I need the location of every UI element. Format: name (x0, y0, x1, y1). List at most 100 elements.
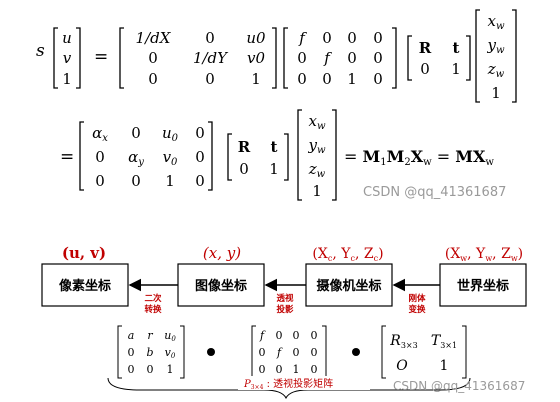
a23: v0 (163, 148, 178, 168)
m23: v0 (247, 49, 265, 67)
world-vector-1: xw yw zw 1 (475, 9, 517, 103)
brace-label: P3×4 : 透视投影矩阵 (243, 377, 333, 391)
ma31: 0 (128, 363, 135, 376)
f21: 0 (297, 49, 307, 67)
arrow-3-line1: 刚体 (408, 293, 426, 304)
arrow-2-line2: 投影 (276, 304, 294, 315)
box-camera-label: 摄像机坐标 (316, 278, 381, 294)
arrow-3-line2: 变换 (408, 304, 426, 315)
equation-row-2: = αx 0 u0 0 0 αy v0 0 0 0 1 0 R t 0 1 (60, 109, 494, 201)
vector-uv1: u v 1 (53, 27, 81, 89)
a34: 0 (195, 172, 205, 190)
intrinsic-matrix: 1/dX 0 u0 0 1/dY v0 0 0 1 (119, 27, 277, 89)
ma21: 0 (128, 346, 135, 359)
zw-2: zw (308, 160, 326, 180)
mb12: 0 (276, 329, 283, 342)
mb31: 0 (259, 363, 266, 376)
bracket-left (117, 325, 122, 379)
coord-camera: (Xc, Yc, Zc) (312, 246, 383, 263)
f23: 0 (347, 49, 357, 67)
bracket-right (272, 27, 277, 89)
coordinate-labels: (u, v) (x, y) (Xc, Yc, Zc) (Xw, Yw, Zw) (62, 244, 523, 263)
bracket-right (512, 9, 517, 103)
bracket-right (466, 35, 471, 81)
bracket-left (475, 9, 480, 103)
bracket-left (381, 325, 386, 379)
ma23: v0 (165, 346, 176, 360)
m11: 1/dX (136, 29, 172, 47)
equation-row-1: s u v 1 = 1/dX 0 u0 0 1/dY v0 0 0 1 (36, 9, 517, 103)
mb11: f (259, 329, 266, 342)
vec-u: u (62, 29, 72, 47)
coordinate-boxes: 像素坐标 图像坐标 摄像机坐标 世界坐标 (41, 263, 527, 307)
a24: 0 (195, 148, 205, 166)
arrow-1-line2: 转换 (144, 304, 162, 315)
a33: 1 (165, 172, 175, 190)
mc-r: R3×3 (389, 333, 417, 350)
mc-one: 1 (440, 358, 449, 374)
bracket-left (53, 27, 58, 89)
f32: 0 (322, 70, 332, 88)
coord-xy: (x, y) (203, 244, 241, 262)
scale-s: s (36, 41, 45, 61)
ma32: 0 (147, 363, 154, 376)
box-pixel (41, 263, 129, 307)
arrow-1-line1: 二次 (144, 293, 162, 304)
box-pixel-label: 像素坐标 (59, 278, 111, 294)
bracket-right (76, 27, 81, 89)
bracket-right (332, 109, 337, 201)
yw: yw (486, 36, 504, 56)
matrix-c: R3×3 T3×1 O 1 (381, 325, 467, 379)
coord-world: (Xw, Yw, Zw) (445, 246, 523, 263)
mc-t: T3×1 (431, 333, 457, 350)
bracket-left (251, 325, 256, 379)
watermark-top: CSDN @qq_41361687 (363, 185, 506, 200)
mb22: f (276, 346, 283, 359)
brace-label-bg (238, 376, 370, 390)
dot-2 (352, 348, 360, 356)
bracket-left (119, 27, 124, 89)
zero-block: 0 (420, 60, 430, 78)
box-world-label: 世界坐标 (457, 278, 509, 294)
f12: 0 (322, 29, 332, 47)
m12: 0 (205, 29, 215, 47)
mb32: 0 (276, 363, 283, 376)
w-one-2: 1 (312, 182, 322, 200)
box-world (439, 263, 527, 307)
watermark-bottom: CSDN @qq_41361687 (393, 379, 525, 393)
bracket-right (322, 325, 327, 379)
box-image (177, 263, 265, 307)
bracket-right (462, 325, 467, 379)
f13: 0 (347, 29, 357, 47)
bracket-left (297, 109, 302, 201)
vec-v: v (63, 49, 72, 67)
a13: u0 (162, 124, 179, 144)
zero-block-2: 0 (239, 160, 249, 178)
matrix-b: f 0 0 0 0 f 0 0 0 0 1 0 (251, 325, 327, 379)
f33: 1 (347, 70, 357, 88)
zw: zw (487, 60, 505, 80)
ma12: r (147, 329, 153, 342)
alpha-y: αy (128, 148, 144, 168)
a32: 0 (131, 172, 141, 190)
alpha-matrix: αx 0 u0 0 0 αy v0 0 0 0 1 0 (79, 121, 213, 191)
vec-1: 1 (62, 70, 72, 88)
xw: xw (487, 12, 504, 32)
m32: 0 (205, 70, 215, 88)
coord-uv: (u, v) (62, 244, 106, 262)
f34: 0 (373, 70, 383, 88)
ma13: u0 (164, 329, 176, 343)
mb33: 1 (293, 363, 300, 376)
a21: 0 (95, 148, 105, 166)
rt-matrix-2: R t 0 1 (227, 133, 289, 181)
equals-2: = (60, 147, 74, 167)
arrow-2-line1: 透视 (276, 293, 294, 304)
one-block: 1 (451, 60, 461, 78)
underbrace (107, 377, 471, 400)
transform-arrows: 二次 转换 透视 投影 刚体 变换 (128, 278, 440, 315)
bracket-left (283, 27, 288, 89)
mb23: 0 (293, 346, 300, 359)
f24: 0 (373, 49, 383, 67)
mb34: 0 (311, 363, 318, 376)
